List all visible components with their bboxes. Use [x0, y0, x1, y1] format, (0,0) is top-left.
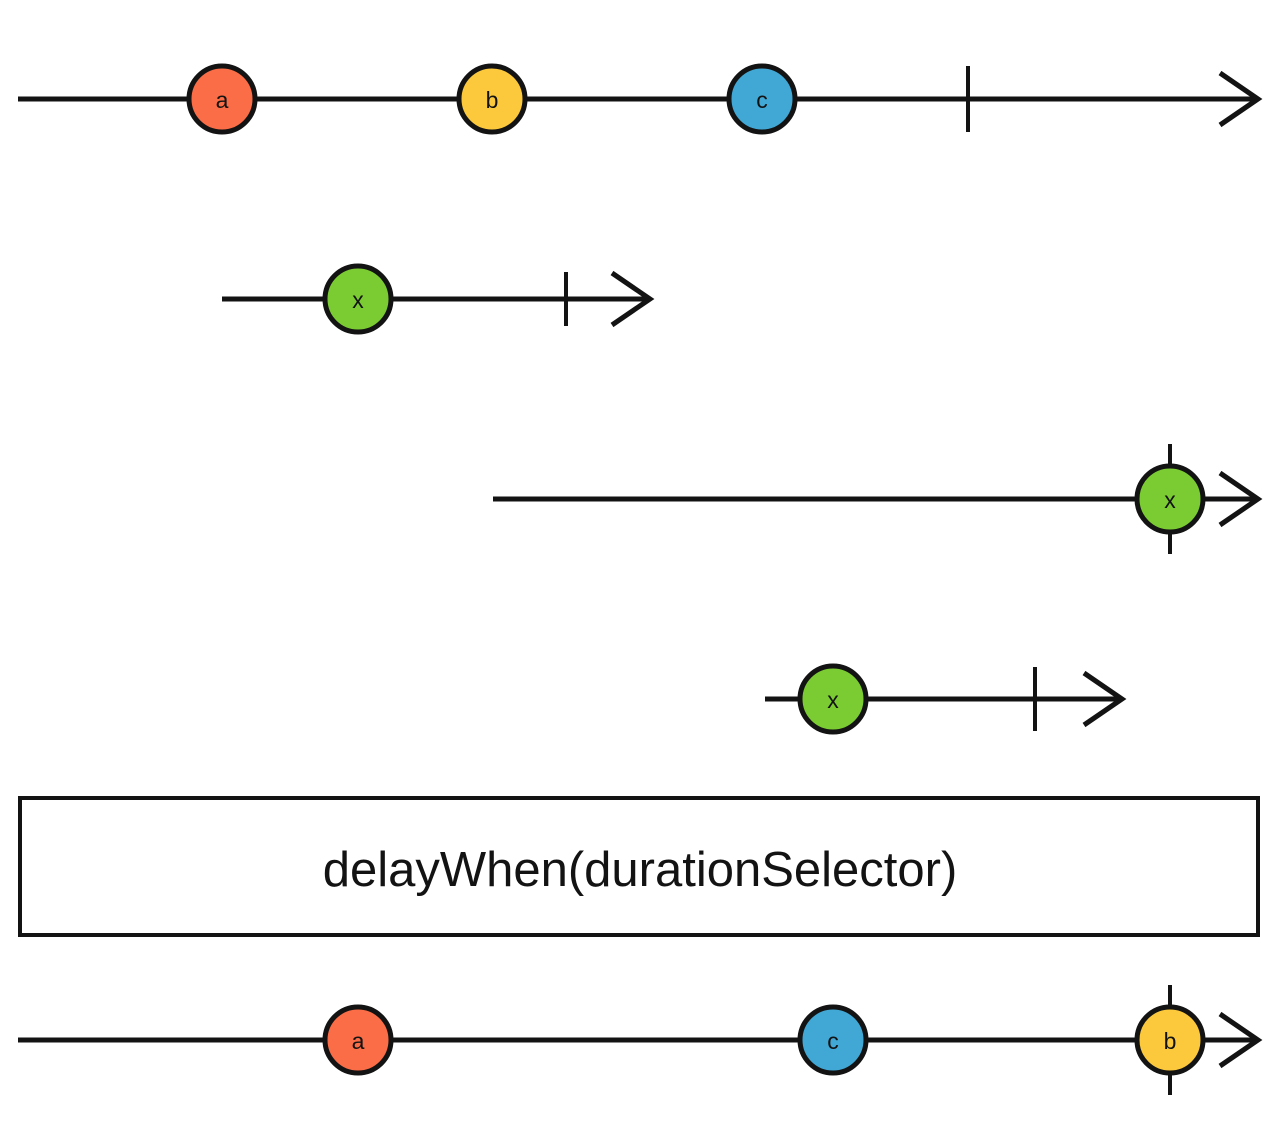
duration-c-arrow-head-icon — [1082, 670, 1127, 728]
marble-circle-b[interactable] — [456, 63, 528, 135]
operator-label: delayWhen(durationSelector) — [323, 843, 958, 897]
marble-circle-c[interactable] — [797, 1004, 869, 1076]
marble-circle-b[interactable] — [1134, 1004, 1206, 1076]
source-arrow-head-icon — [1218, 70, 1263, 128]
marble-label-x: x — [352, 287, 364, 313]
marble-c[interactable]: c — [726, 63, 798, 135]
marble-label-x: x — [827, 687, 839, 713]
duration-b-arrow-head-icon — [1218, 470, 1263, 528]
operator-box — [18, 796, 1260, 937]
output-arrow-head-icon — [1218, 1011, 1263, 1069]
marble-c[interactable]: c — [797, 1004, 869, 1076]
marble-label-b: b — [486, 87, 499, 113]
marble-a[interactable]: a — [322, 1004, 394, 1076]
operator-box-group: delayWhen(durationSelector) — [18, 796, 1260, 937]
marble-circle-x[interactable] — [322, 263, 394, 335]
marble-label-a: a — [352, 1028, 365, 1054]
marble-a[interactable]: a — [186, 63, 258, 135]
marble-x[interactable]: x — [797, 663, 869, 735]
marble-label-c: c — [827, 1028, 839, 1054]
timelines-layer: a b c x x x a c b — [18, 63, 1263, 1095]
marble-circle-c[interactable] — [726, 63, 798, 135]
duration-selector-c-timeline: x — [765, 663, 1127, 735]
duration-a-arrow-head-icon — [610, 270, 655, 328]
marble-x[interactable]: x — [322, 263, 394, 335]
duration-selector-a-timeline: x — [222, 263, 655, 335]
marble-circle-x[interactable] — [1134, 463, 1206, 535]
marble-label-a: a — [216, 87, 229, 113]
marble-circle-x[interactable] — [797, 663, 869, 735]
duration-selector-b-timeline: x — [493, 444, 1263, 554]
marble-b[interactable]: b — [456, 63, 528, 135]
marble-circle-a[interactable] — [186, 63, 258, 135]
source-observable-timeline: a b c — [18, 63, 1263, 135]
marble-label-c: c — [756, 87, 768, 113]
marble-x[interactable]: x — [1134, 463, 1206, 535]
marble-circle-a[interactable] — [322, 1004, 394, 1076]
marble-label-b: b — [1164, 1028, 1177, 1054]
marble-label-x: x — [1164, 487, 1176, 513]
marble-b[interactable]: b — [1134, 1004, 1206, 1076]
